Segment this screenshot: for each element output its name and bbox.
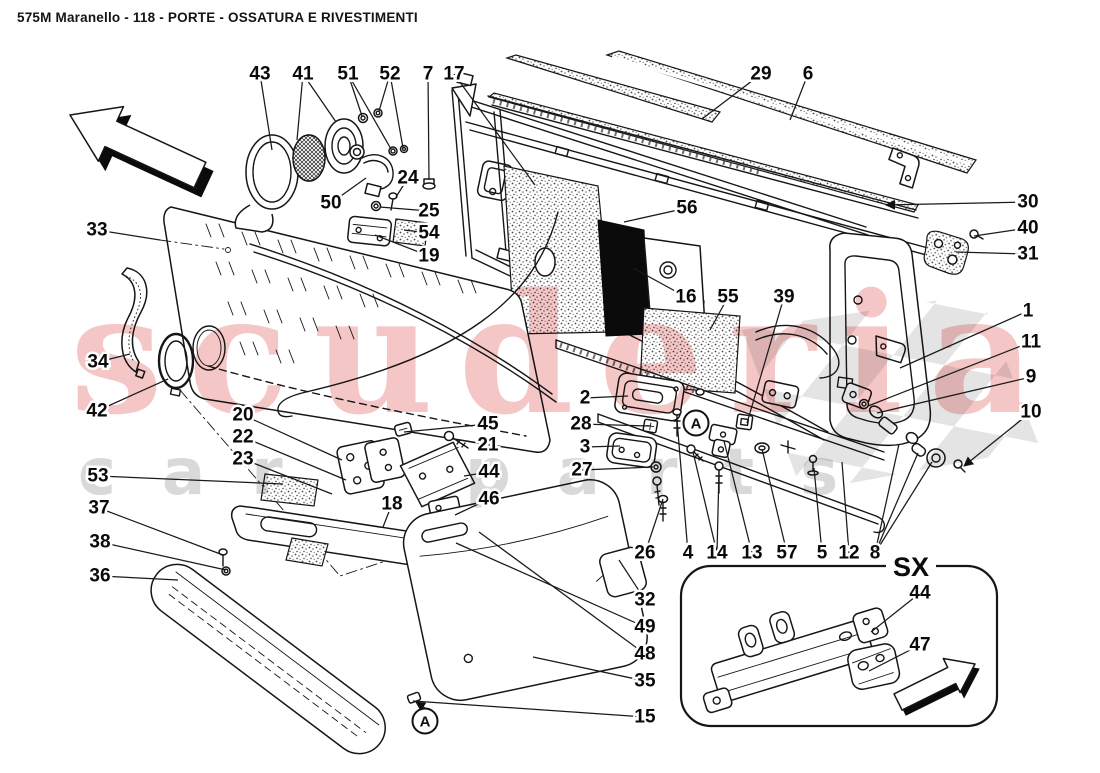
callout-label-37: 37 [88, 498, 109, 519]
door-pocket-36 [150, 563, 386, 755]
speaker-trim-ring-42 [157, 325, 226, 397]
callout-label-25: 25 [418, 201, 440, 222]
window-rail-30 [487, 92, 919, 219]
inset-bracket-44 [702, 607, 889, 714]
latch-19 [347, 178, 436, 247]
callout-label-17: 17 [443, 64, 464, 85]
callout-label-14: 14 [706, 543, 728, 564]
callout-label-45: 45 [477, 414, 499, 435]
callout-label-1: 1 [1023, 301, 1034, 322]
callout-label-24: 24 [397, 168, 419, 189]
pad-55 [639, 307, 741, 394]
callout-label-29: 29 [750, 64, 771, 85]
callout-label-6: 6 [803, 64, 814, 85]
detail-marker-A: A [682, 409, 710, 437]
callout-label-44: 44 [909, 583, 931, 604]
callout-label-33: 33 [86, 220, 107, 241]
weatherstrip-6 [605, 50, 977, 174]
callout-label-22: 22 [232, 427, 253, 448]
callout-label-51: 51 [337, 64, 359, 85]
svg-text:A: A [420, 714, 431, 731]
callout-label-49: 49 [634, 617, 655, 638]
door-pull-handle [121, 267, 148, 379]
callout-label-46: 46 [478, 489, 499, 510]
watermark-layer: scuderia car parts [70, 257, 1060, 510]
callout-label-23: 23 [232, 449, 253, 470]
callout-label-26: 26 [634, 543, 655, 564]
pad-53 [260, 473, 319, 507]
callout-label-2: 2 [580, 388, 591, 409]
watermark-brand: scuderia [70, 257, 1060, 451]
upper-bracket [888, 147, 920, 189]
callout-label-10: 10 [1020, 402, 1041, 423]
callout-label-38: 38 [89, 532, 110, 553]
callout-label-47: 47 [909, 635, 930, 656]
svg-text:A: A [691, 416, 702, 433]
inset-block-47 [847, 643, 901, 691]
weatherstrip-29 [505, 54, 722, 123]
callout-label-18: 18 [381, 494, 402, 515]
callout-label-3: 3 [580, 437, 591, 458]
sx-inset [679, 554, 999, 728]
callout-label-16: 16 [675, 287, 696, 308]
callout-label-11: 11 [1021, 332, 1042, 353]
callout-label-32: 32 [634, 590, 655, 611]
callout-label-15: 15 [634, 707, 656, 728]
callout-label-28: 28 [570, 414, 591, 435]
callout-label-20: 20 [232, 405, 253, 426]
insulation-panels [503, 165, 840, 394]
callout-label-40: 40 [1017, 218, 1038, 239]
detail-marker-A: A [411, 707, 439, 735]
callout-label-44: 44 [478, 462, 500, 483]
speaker-assembly [234, 108, 409, 233]
callout-label-36: 36 [89, 566, 110, 587]
callout-label-41: 41 [292, 64, 314, 85]
callout-label-30: 30 [1017, 192, 1038, 213]
callout-label-4: 4 [683, 543, 694, 564]
callout-label-31: 31 [1017, 244, 1039, 265]
callout-label-21: 21 [477, 435, 499, 456]
pull-cup-2 [606, 372, 685, 522]
callout-label-57: 57 [776, 543, 797, 564]
callout-label-13: 13 [741, 543, 762, 564]
page-title: 575M Maranello - 118 - PORTE - OSSATURA … [17, 10, 418, 25]
callout-label-54: 54 [418, 223, 440, 244]
callout-label-52: 52 [379, 64, 400, 85]
callout-label-42: 42 [86, 401, 107, 422]
callout-label-27: 27 [571, 460, 592, 481]
callout-label-43: 43 [249, 64, 270, 85]
callout-label-8: 8 [870, 543, 881, 564]
callout-label-56: 56 [676, 198, 697, 219]
callout-label-9: 9 [1026, 367, 1037, 388]
direction-arrow-icon [69, 105, 214, 198]
callout-label-34: 34 [87, 352, 109, 373]
callout-label-5: 5 [817, 543, 828, 564]
inset-side-label: SX [893, 552, 929, 582]
callout-label-35: 35 [634, 671, 656, 692]
checker-flag-motif [742, 294, 1040, 492]
leader-lines [96, 73, 1032, 718]
callout-label-53: 53 [87, 466, 108, 487]
callout-label-7: 7 [423, 64, 434, 85]
callout-label-19: 19 [418, 246, 439, 267]
callout-label-39: 39 [773, 287, 794, 308]
watermark-sub: car parts [78, 436, 884, 510]
inset-direction-arrow-icon [893, 657, 980, 716]
hinge-assembly [336, 437, 406, 495]
lower-trim-35 [402, 479, 648, 704]
callout-label-50: 50 [320, 193, 341, 214]
armrest-screws [218, 548, 231, 576]
striker-31 [923, 229, 984, 275]
callout-label-55: 55 [717, 287, 739, 308]
callout-label-48: 48 [634, 644, 655, 665]
callout-label-12: 12 [838, 543, 859, 564]
